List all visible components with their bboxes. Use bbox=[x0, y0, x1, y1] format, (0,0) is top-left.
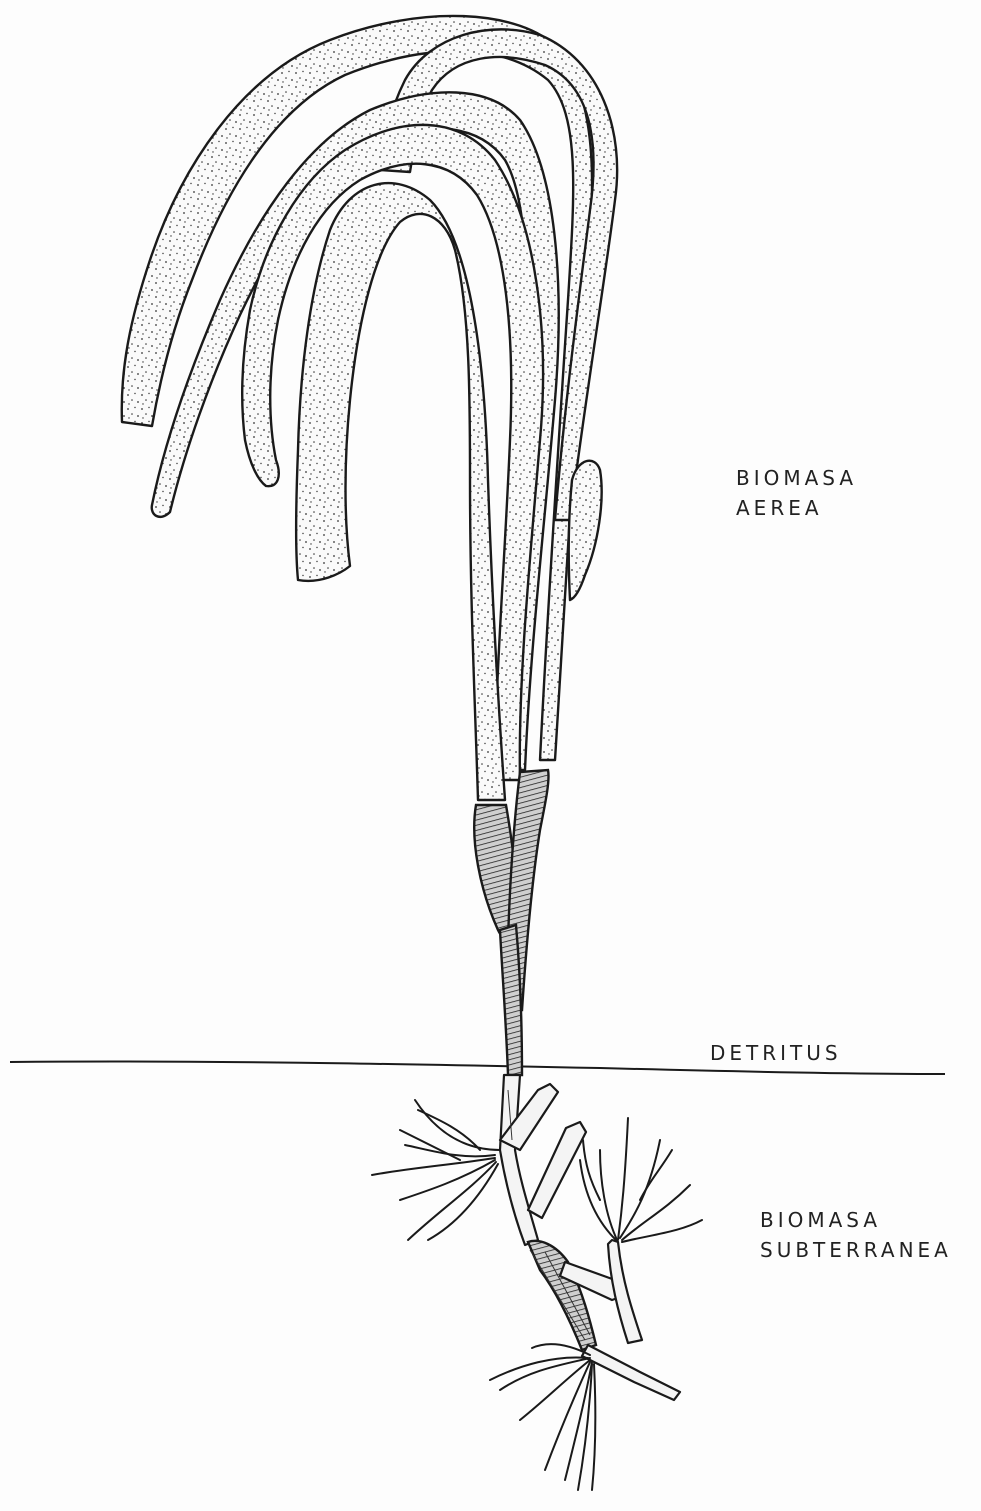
underground-biomass-label-line2: SUBTERRANEA bbox=[760, 1235, 952, 1265]
aerial-biomass-label-line1: BIOMASA bbox=[736, 463, 857, 493]
rhizome bbox=[528, 1122, 586, 1218]
underground-biomass-label: BIOMASA SUBTERRANEA bbox=[760, 1205, 952, 1265]
rhizome bbox=[528, 1241, 596, 1350]
detritus-label: DETRITUS bbox=[710, 1038, 842, 1068]
root-cluster bbox=[372, 1100, 500, 1240]
root-cluster bbox=[490, 1344, 595, 1490]
underground-biomass-label-line1: BIOMASA bbox=[760, 1205, 952, 1235]
aerial-biomass-label: BIOMASA AEREA bbox=[736, 463, 857, 523]
root-cluster bbox=[580, 1118, 702, 1242]
shoot-stem bbox=[500, 925, 522, 1075]
rhizome bbox=[582, 1345, 680, 1400]
leaf-blade bbox=[569, 461, 602, 600]
aerial-biomass-label-line2: AEREA bbox=[736, 493, 857, 523]
leaf-blade bbox=[296, 183, 505, 800]
